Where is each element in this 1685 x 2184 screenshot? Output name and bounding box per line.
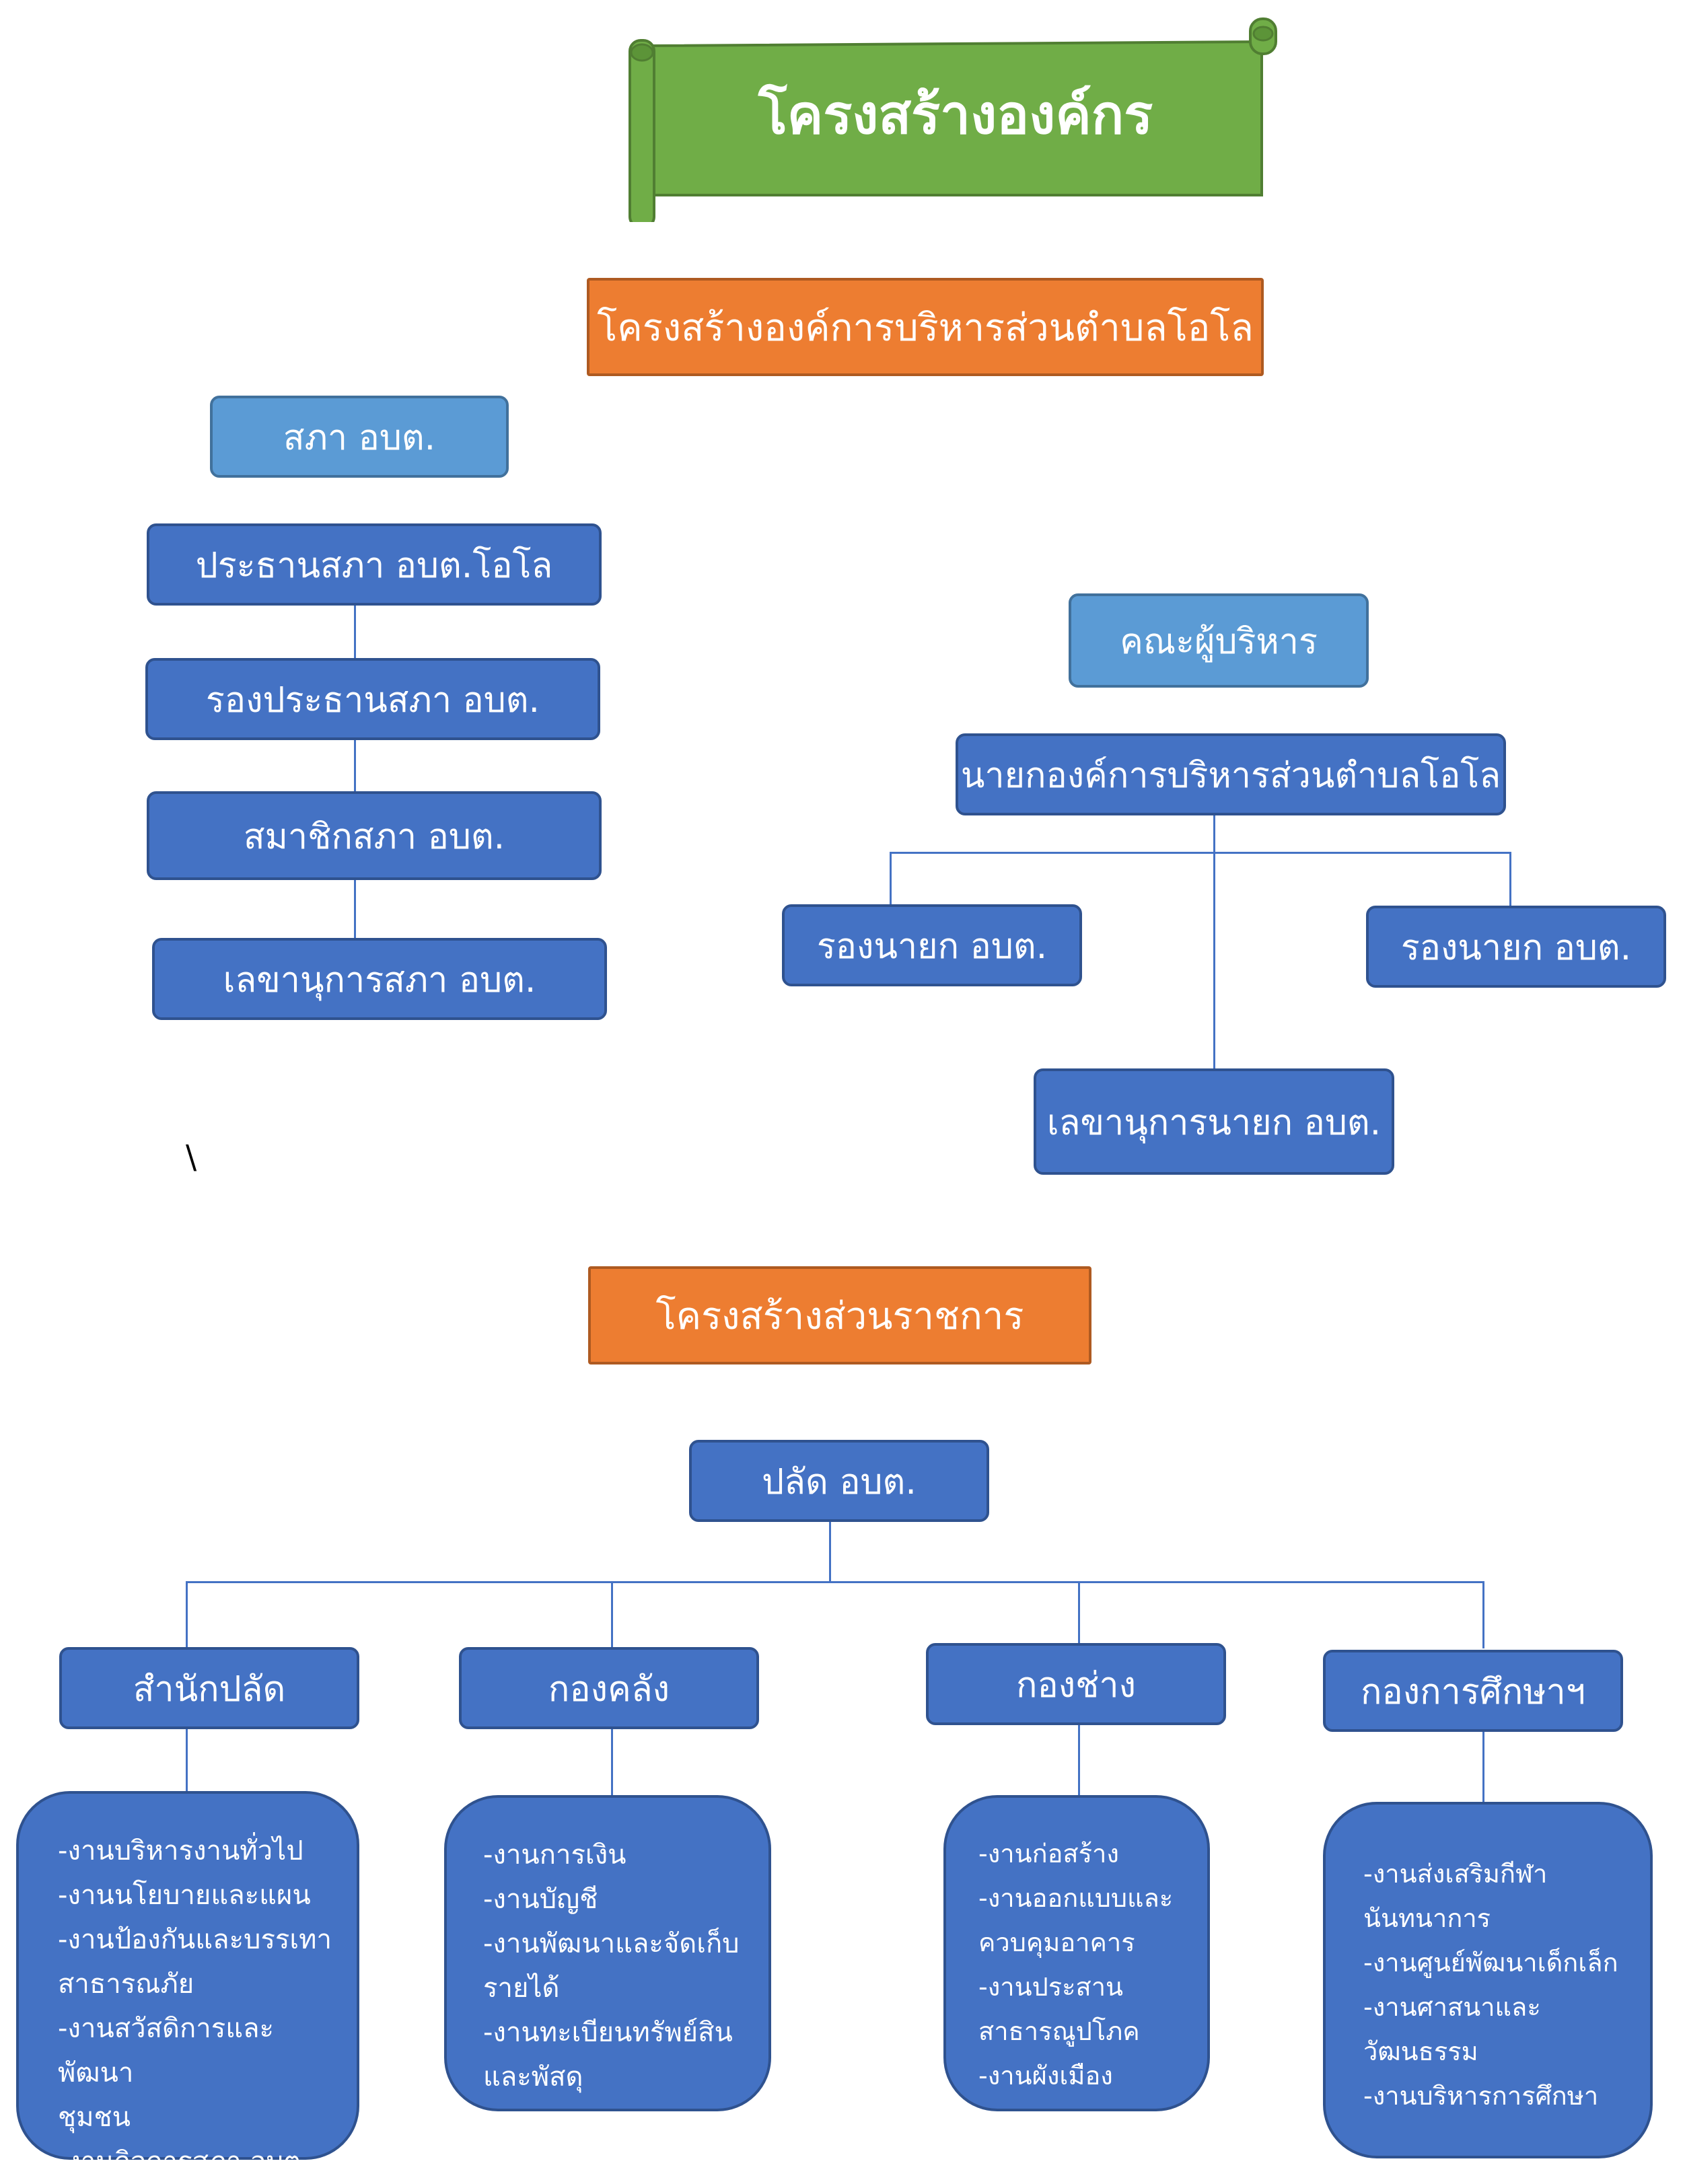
chief-administrator-box: ปลัด อบต. — [689, 1440, 989, 1522]
executives-group-label: คณะผู้บริหาร — [1069, 593, 1369, 688]
dept-finance-tasks: -งานการเงิน -งานบัญชี -งานพัฒนาและจัดเก็… — [444, 1795, 771, 2111]
council-secretary-box: เลขานุการสภา อบต. — [152, 938, 607, 1020]
task-item: -งานศูนย์พัฒนาเด็กเล็ก — [1363, 1948, 1618, 1977]
council-group-label: สภา อบต. — [210, 396, 509, 478]
dept-education-box: กองการศึกษาฯ — [1323, 1650, 1623, 1732]
task-item: สาธารณภัย — [58, 1969, 194, 2000]
task-item: -งานการเงิน — [483, 1840, 626, 1870]
task-item: รายได้ — [483, 1973, 560, 2004]
task-item: -งานบัญชี — [483, 1884, 598, 1915]
task-item: -งานศาสนาและ — [1363, 1992, 1541, 2022]
council-connector-line — [354, 606, 356, 942]
civil-section-heading: โครงสร้างส่วนราชการ — [588, 1266, 1091, 1364]
banner-title: โครงสร้างองค์กร — [758, 83, 1153, 146]
deputy-mayor-right-box: รองนายก อบต. — [1366, 906, 1666, 988]
dept-drop-line-2 — [611, 1581, 613, 1648]
council-chairman-box: ประธานสภา อบต.โอโล — [147, 523, 602, 606]
task-item: -งานทะเบียนทรัพย์สิน — [483, 2017, 733, 2048]
dept-engineering-box: กองช่าง — [926, 1643, 1226, 1725]
task-item: ชุมชน — [58, 2102, 131, 2133]
dept-education-tasks: -งานส่งเสริมกีฬา นันทนาการ -งานศูนย์พัฒน… — [1323, 1802, 1653, 2158]
stray-backslash: \ — [186, 1138, 197, 1176]
task-item: -งานก่อสร้าง — [978, 1839, 1119, 1868]
task-item: -งานส่งเสริมกีฬา — [1363, 1859, 1548, 1889]
council-member-box: สมาชิกสภา อบต. — [147, 791, 602, 880]
dept-task-line-2 — [611, 1729, 613, 1795]
task-item: -งานผังเมือง — [978, 2061, 1113, 2090]
task-item: -งานป้องกันและบรรเทา — [58, 1924, 332, 1955]
task-item: -งานบริหารการศึกษา — [1363, 2081, 1599, 2111]
task-item: -งานพัฒนาและจัดเก็บ — [483, 1928, 740, 1959]
dept-finance-box: กองคลัง — [459, 1647, 759, 1729]
task-item: วัฒนธรรม — [1363, 2037, 1478, 2066]
task-item: และพัสดุ — [483, 2062, 583, 2092]
task-item: -งานนโยบายและแผน — [58, 1880, 311, 1911]
mayor-box: นายกองค์การบริหารส่วนตำบลโอโล — [956, 733, 1506, 815]
task-item: ควบคุมอาคาร — [978, 1928, 1135, 1957]
dept-office-of-chief-tasks: -งานบริหารงานทั่วไป -งานนโยบายและแผน -งา… — [16, 1791, 359, 2177]
executives-right-drop-line — [1509, 852, 1511, 907]
dept-office-of-chief-box: สำนักปลัด — [59, 1647, 359, 1729]
task-item: -งานประสาน — [978, 1972, 1124, 2002]
dept-task-line-3 — [1078, 1725, 1080, 1795]
dept-drop-line-3 — [1078, 1581, 1080, 1648]
deputy-mayor-left-box: รองนายก อบต. — [782, 904, 1082, 986]
task-item: -งานออกแบบและ — [978, 1883, 1174, 1913]
dept-task-line-1 — [186, 1729, 188, 1791]
title-banner — [629, 17, 1277, 222]
dept-engineering-tasks: -งานก่อสร้าง -งานออกแบบและ ควบคุมอาคาร -… — [943, 1795, 1210, 2111]
task-item: -งานสวัสดิการและพัฒนา — [58, 2013, 274, 2088]
council-vice-chairman-box: รองประธานสภา อบต. — [145, 658, 600, 740]
civil-trunk-line — [829, 1522, 831, 1582]
task-item: -งานบริหารงานทั่วไป — [58, 1835, 303, 1866]
executives-left-drop-line — [890, 852, 892, 906]
task-item: -งานกิจการสภา อบต. — [58, 2146, 310, 2177]
civil-branch-line — [186, 1581, 1484, 1583]
dept-task-line-4 — [1482, 1732, 1484, 1802]
executives-trunk-line — [1213, 814, 1215, 1070]
executive-section-heading: โครงสร้างองค์การบริหารส่วนตำบลโอโล — [587, 278, 1264, 376]
dept-drop-line-4 — [1482, 1581, 1484, 1648]
executives-branch-line — [890, 852, 1511, 854]
task-item: นันทนาการ — [1363, 1903, 1491, 1933]
mayor-secretary-box: เลขานุการนายก อบต. — [1034, 1068, 1394, 1175]
task-item: สาธารณูปโภค — [978, 2016, 1140, 2046]
dept-drop-line-1 — [186, 1581, 188, 1648]
